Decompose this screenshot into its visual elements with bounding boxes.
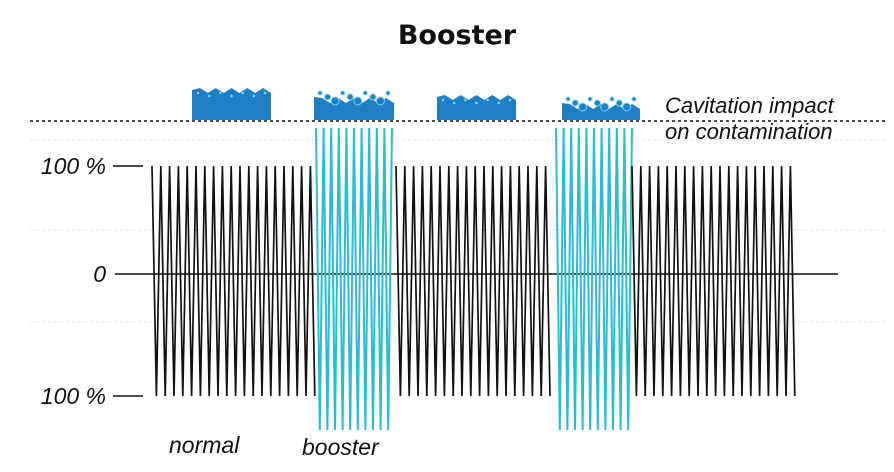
contamination-particle (346, 93, 354, 101)
normal-mode-label: normal (169, 432, 240, 458)
top-level-label: 100 % (41, 153, 106, 179)
contamination-particle (263, 91, 267, 95)
contamination-particle (369, 93, 377, 101)
bottom-level-label: 100 % (41, 383, 106, 409)
contamination-particle (353, 96, 363, 106)
contamination-particle (565, 96, 571, 102)
waveform-segment-normal-5 (631, 165, 796, 397)
contamination-particle (340, 90, 346, 96)
gridlines (30, 139, 885, 323)
contamination-particle (631, 96, 637, 102)
waveform-segment-booster-4 (555, 127, 633, 431)
diagram-title: Booster (398, 20, 517, 51)
contamination-particle (600, 102, 610, 112)
waveform (151, 127, 796, 431)
contamination-particle (317, 90, 323, 96)
contamination-particle (452, 101, 456, 105)
contamination-deposit-normal-1 (192, 88, 271, 120)
contamination-particle (609, 96, 615, 102)
contamination-particle (486, 98, 490, 102)
contamination-particle (475, 101, 478, 105)
contamination-particle (441, 98, 445, 102)
contamination-particle (324, 93, 332, 101)
contamination-particle (587, 96, 593, 102)
contamination-particle (196, 91, 200, 95)
contamination-particle (385, 90, 391, 96)
contamination-particle (362, 90, 368, 96)
contamination-particle (241, 91, 244, 95)
contamination-particle (330, 96, 340, 106)
contamination-deposit-normal-3 (437, 95, 516, 120)
contamination-particle (252, 94, 256, 98)
contamination-deposits (192, 88, 640, 120)
contamination-particle (571, 99, 579, 107)
contamination-particle (219, 91, 222, 95)
contamination-particle (578, 102, 588, 112)
waveform-segment-normal-3 (395, 165, 551, 397)
waveform-segment-booster-2 (315, 127, 393, 431)
contamination-particle (207, 94, 211, 98)
contamination-particle (497, 101, 501, 105)
contamination-particle (464, 98, 467, 102)
contamination-particle (375, 96, 385, 106)
annotation-line-1: Cavitation impact (665, 93, 835, 118)
zero-level-label: 0 (93, 261, 106, 287)
contamination-particle (615, 99, 623, 107)
contamination-particle (508, 98, 512, 102)
contamination-particle (230, 94, 233, 98)
contamination-particle (593, 99, 601, 107)
waveform-segment-normal-1 (151, 165, 316, 397)
booster-mode-label: booster (302, 434, 380, 460)
annotation-line-2: on contamination (665, 119, 833, 144)
contamination-particle (622, 102, 632, 112)
